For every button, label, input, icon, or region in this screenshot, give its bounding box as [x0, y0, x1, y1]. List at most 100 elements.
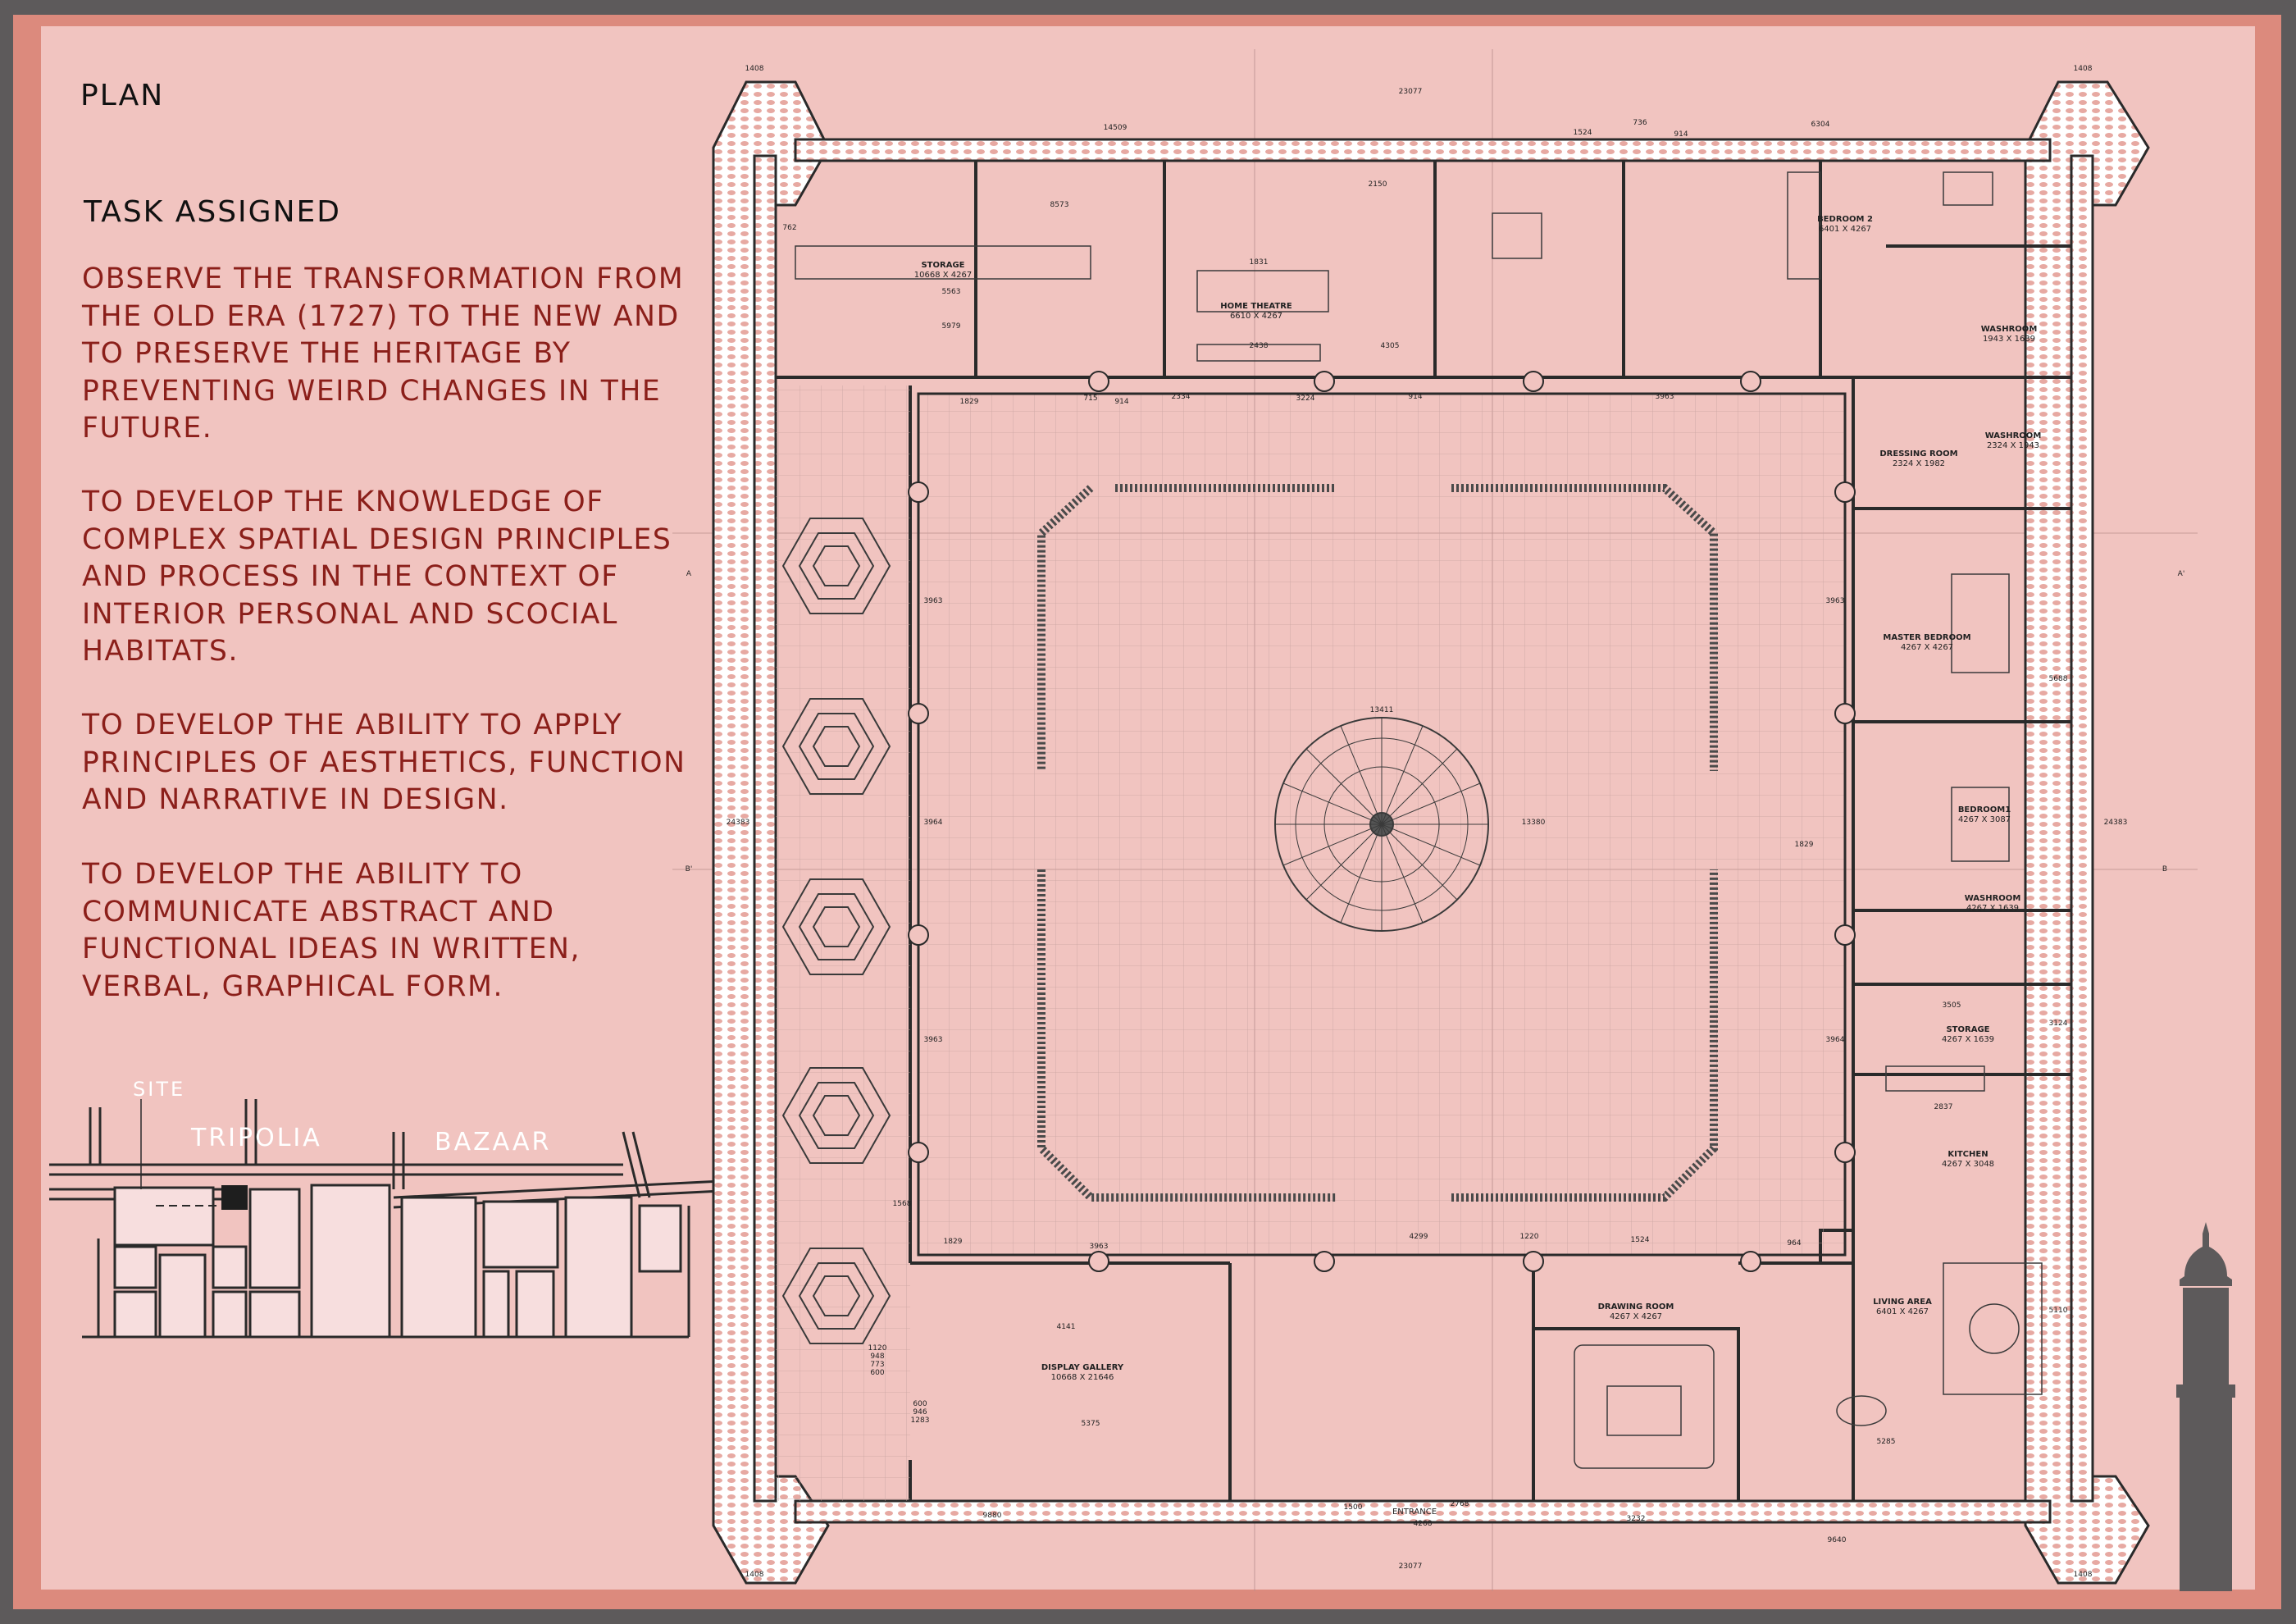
room-size-washroom-2: 2324 X 1943: [1987, 441, 2039, 450]
room-label-display-gallery: DISPLAY GALLERY: [1041, 1363, 1124, 1372]
dim-home-theatre-b: 4305: [1381, 342, 1400, 350]
room-label-storage: STORAGE: [921, 261, 964, 270]
dim-home-theatre-d: 1831: [1250, 258, 1269, 267]
dim-court-left-d: 1568: [893, 1200, 912, 1208]
floor-plan: STORAGE 10668 X 4267 HOME THEATRE 6610 X…: [672, 49, 2198, 1591]
dim-mid-f: 914: [1408, 393, 1422, 401]
dim-home-theatre-c: 2438: [1250, 342, 1269, 350]
gallery-floor: [776, 385, 910, 1501]
dim-home-theatre-a: 2150: [1369, 180, 1387, 189]
dim-mid-c: 914: [1114, 398, 1128, 406]
site-label: SITE: [133, 1078, 185, 1101]
dim-hex-c: 773: [870, 1361, 884, 1369]
dim-bottom-mid: 3232: [1627, 1515, 1646, 1523]
room-label-washroom-2: WASHROOM: [1985, 431, 2042, 440]
dim-hex-a: 1120: [868, 1344, 887, 1353]
dim-kitchen-low: 2837: [1934, 1103, 1953, 1111]
dim-corner-bottom-left: 1408: [745, 1571, 764, 1579]
dim-bottom-right-run: 9640: [1828, 1536, 1847, 1544]
dim-top-right-run: 6304: [1811, 121, 1830, 129]
street-label-bazaar: BAZAAR: [435, 1128, 551, 1156]
room-size-kitchen: 4267 X 3048: [1942, 1160, 1994, 1169]
dim-bottom-c: 4299: [1410, 1233, 1428, 1241]
grid-marker-a: A: [686, 570, 692, 578]
room-size-bedroom-1: 4267 X 3087: [1958, 815, 2011, 824]
dim-storage-inner: 8573: [1050, 201, 1069, 209]
site-marker: [221, 1185, 248, 1210]
room-size-master-bedroom: 4267 X 4267: [1901, 643, 1953, 652]
room-label-washroom-3: WASHROOM: [1965, 894, 2021, 903]
dim-entrance-c: 4268: [1414, 1520, 1433, 1528]
dim-right-overall: 24383: [2104, 819, 2128, 827]
room-label-living-area: LIVING AREA: [1873, 1298, 1932, 1307]
task-paragraph-3: TO DEVELOP THE ABILITY TO APPLY PRINCIPL…: [82, 709, 686, 816]
dim-entrance-a: 1500: [1344, 1503, 1363, 1512]
dim-hex-d: 600: [870, 1369, 884, 1377]
dim-top-run: 14509: [1104, 124, 1128, 132]
dim-bottom-b: 3963: [1090, 1243, 1109, 1251]
room-size-bedroom-2: 6401 X 4267: [1819, 225, 1871, 234]
dim-mid-g: 3963: [1656, 393, 1674, 401]
sheet-title: PLAN: [80, 79, 165, 112]
grid-marker-b-prime: B: [2162, 865, 2167, 874]
dim-mid-e: 3224: [1296, 395, 1315, 403]
room-size-living-area: 6401 X 4267: [1876, 1307, 1929, 1316]
dim-stair-c: 1283: [911, 1416, 930, 1425]
dim-kitchen-w: 3505: [1943, 1001, 1961, 1010]
room-label-washroom-1: WASHROOM: [1981, 325, 2038, 334]
room-label-drawing-room: DRAWING ROOM: [1598, 1302, 1674, 1312]
task-heading: TASK ASSIGNED: [84, 195, 341, 229]
room-size-display-gallery: 10668 X 21646: [1051, 1373, 1114, 1382]
task-paragraph-1: OBSERVE THE TRANSFORMATION FROM THE OLD …: [82, 262, 685, 445]
dim-bottom-f: 964: [1787, 1239, 1801, 1248]
dim-living-w: 5285: [1877, 1438, 1896, 1446]
task-paragraph-4: TO DEVELOP THE ABILITY TO COMMUNICATE AB…: [82, 858, 581, 1003]
dim-court-right-a: 3963: [1826, 597, 1845, 605]
garden-hedges: [1037, 484, 1718, 1202]
street-label-tripolia: TRIPOLIA: [190, 1124, 322, 1152]
room-size-dressing-room: 2324 X 1982: [1893, 459, 1945, 468]
room-label-dressing-room: DRESSING ROOM: [1879, 449, 1957, 458]
dim-right-col-a: 5110: [2049, 1307, 2068, 1315]
dim-bottom-overall: 23077: [1399, 1562, 1423, 1571]
dim-gallery-width: 4141: [1057, 1323, 1076, 1331]
dim-stair-b: 946: [913, 1408, 927, 1416]
dim-storage-inner-2: 5563: [942, 288, 961, 296]
dim-courtyard-span: 13411: [1370, 706, 1394, 714]
dim-mid-d: 2334: [1172, 393, 1191, 401]
dim-bottom-d: 1220: [1520, 1233, 1539, 1241]
dim-right-col-c: 5688: [2049, 675, 2068, 683]
grid-marker-a-prime: A': [2178, 570, 2185, 578]
room-size-drawing-room: 4267 X 4267: [1610, 1312, 1662, 1321]
dim-top-overall: 23077: [1399, 88, 1423, 96]
dim-court-right-b: 3964: [1826, 1036, 1845, 1044]
room-size-storage-2: 4267 X 1639: [1942, 1035, 1994, 1044]
dim-top-seg-a: 1524: [1574, 129, 1592, 137]
dim-corner-top-left: 1408: [745, 65, 764, 73]
dim-storage-low: 5979: [942, 322, 961, 331]
site-map: SITE TRIPOLIA BAZAAR: [49, 1078, 722, 1339]
room-size-washroom-1: 1943 X 1639: [1983, 335, 2035, 344]
room-size-washroom-3: 4267 X 1639: [1966, 904, 2019, 913]
room-label-entrance: ENTRANCE: [1392, 1508, 1437, 1517]
dim-courtyard-height: 13380: [1522, 819, 1546, 827]
dim-court-right-c: 1829: [1795, 841, 1814, 849]
room-size-home-theatre: 6610 X 4267: [1230, 312, 1282, 321]
outer-wall: [712, 80, 2150, 1585]
central-dome: [1274, 717, 1489, 932]
dim-left-short: 762: [782, 224, 796, 232]
dim-court-left-c: 3963: [924, 1036, 943, 1044]
colonnade-columns: [908, 371, 1856, 1272]
room-label-bedroom-1: BEDROOM1: [1958, 805, 2011, 814]
dim-right-col-b: 3124: [2049, 1020, 2068, 1028]
room-label-bedroom-2: BEDROOM 2: [1817, 215, 1873, 224]
task-paragraph-2: TO DEVELOP THE KNOWLEDGE OF COMPLEX SPAT…: [82, 486, 672, 668]
dim-bottom-left-run: 9880: [983, 1512, 1002, 1520]
dim-mid-a: 1829: [960, 398, 979, 406]
dim-top-seg-c: 736: [1633, 119, 1647, 127]
minaret-silhouette: [2176, 1222, 2235, 1591]
dim-left-overall: 24383: [727, 819, 750, 827]
dim-gallery-low: 5375: [1082, 1420, 1100, 1428]
grid-marker-b: B': [686, 865, 693, 874]
dim-corner-bottom-right: 1408: [2074, 1571, 2093, 1579]
